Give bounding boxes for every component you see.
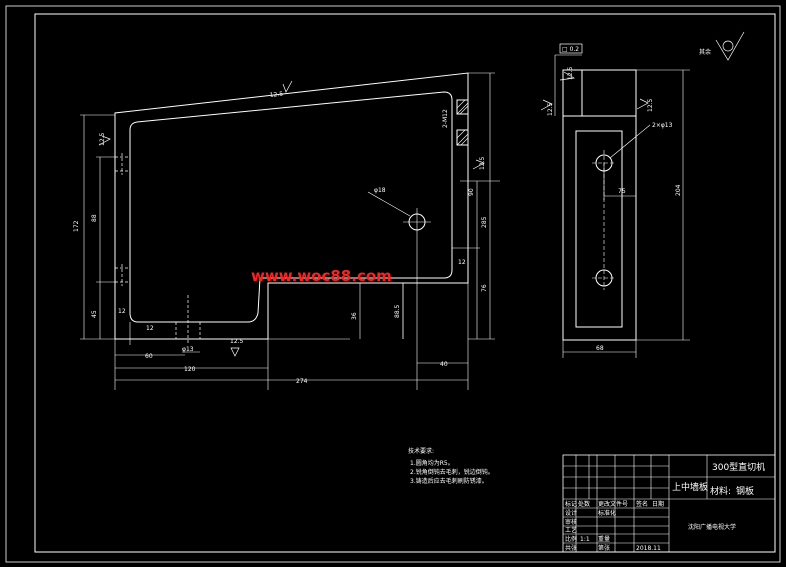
roughness-icon-right bbox=[472, 159, 485, 170]
header-4: 日期 bbox=[652, 500, 664, 508]
row-4-date: 2018.11 bbox=[636, 545, 661, 552]
dim-60: 60 bbox=[145, 353, 153, 360]
dim-88: 88 bbox=[91, 214, 98, 222]
notes-title: 技术要求: bbox=[408, 447, 434, 455]
roughness-symbols-front bbox=[98, 80, 485, 357]
side-dimension-lines bbox=[554, 54, 684, 353]
roughness-side-top: 12.5 bbox=[567, 66, 574, 80]
row-2-label: 工艺 bbox=[565, 526, 577, 534]
material-value: 钢板 bbox=[736, 485, 754, 497]
hole-center-lines bbox=[403, 208, 431, 236]
dim-12-c: 12 bbox=[458, 259, 466, 266]
dim-204: 204 bbox=[675, 184, 682, 196]
part-name: 上中墙板 bbox=[672, 481, 708, 493]
notes-item-1: 1.圆角均为R5。 bbox=[410, 459, 454, 467]
title-block-grid bbox=[563, 455, 775, 552]
roughness-icon-side-top bbox=[559, 71, 576, 81]
dim-45: 45 bbox=[91, 310, 98, 318]
dim-68: 68 bbox=[596, 345, 604, 352]
side-upper-block bbox=[581, 69, 637, 117]
dim-172: 172 bbox=[73, 220, 80, 232]
flatness-frame bbox=[559, 43, 583, 54]
roughness-icon-other bbox=[715, 31, 745, 61]
roughness-side-right: 12.5 bbox=[647, 98, 654, 112]
dim-36: 36 bbox=[351, 312, 358, 320]
roughness-bottom: 12.5 bbox=[230, 338, 244, 345]
side-view-labels: 68 204 75 2×φ13 12.5 12.5 12.5 □ 0.2 其余 bbox=[547, 46, 711, 352]
side-leader-2phi13 bbox=[609, 124, 651, 159]
roughness-icon-bottom bbox=[230, 347, 240, 357]
dimension-lines bbox=[83, 73, 491, 381]
front-outer-contour bbox=[114, 72, 469, 340]
phi18-leader bbox=[367, 191, 411, 217]
roughness-symbols-side bbox=[540, 31, 745, 111]
row-3-weight: 重量 bbox=[598, 535, 610, 543]
front-view bbox=[80, 72, 500, 390]
notes-item-3: 3.铸造后应去毛刺刷防锈漆。 bbox=[410, 477, 488, 485]
row-3-label: 比例 bbox=[565, 535, 577, 543]
extension-lines bbox=[80, 72, 500, 390]
dim-88-5: 88.5 bbox=[394, 304, 401, 318]
row-0-std: 标准化 bbox=[598, 509, 616, 517]
roughness-side-left: 12.5 bbox=[547, 102, 554, 116]
hidden-hole-bottom bbox=[175, 295, 201, 345]
side-slot bbox=[575, 130, 623, 328]
roughness-left: 12.5 bbox=[99, 132, 106, 146]
dim-120: 120 bbox=[184, 366, 196, 373]
notes-item-2: 2.锐角倒钝去毛刺，锐边倒钝。 bbox=[410, 468, 494, 476]
row-4-label: 共张 bbox=[565, 544, 577, 552]
header-0: 标记 bbox=[565, 500, 577, 508]
dim-phi13: φ13 bbox=[182, 346, 194, 353]
dim-2-m12: 2-M12 bbox=[442, 109, 449, 128]
school-name: 沈阳广播电视大学 bbox=[688, 523, 736, 531]
header-3: 签名 bbox=[636, 500, 648, 508]
technical-notes: 技术要求: 1.圆角均为R5。 2.锐角倒钝去毛刺，锐边倒钝。 3.铸造后应去毛… bbox=[408, 447, 494, 485]
row-4-sheet: 第张 bbox=[598, 544, 610, 552]
other-roughness-label: 其余 bbox=[699, 48, 711, 56]
sheet-outer-border bbox=[5, 5, 781, 563]
sheet-inner-border bbox=[34, 13, 776, 553]
roughness-right: 12.5 bbox=[479, 156, 486, 170]
roughness-icon-side-left bbox=[540, 99, 553, 111]
dim-274: 274 bbox=[296, 378, 308, 385]
roughness-icon-left bbox=[98, 135, 111, 146]
row-1-label: 审核 bbox=[565, 518, 577, 526]
row-0-label: 设计 bbox=[565, 509, 577, 517]
dim-40: 40 bbox=[440, 361, 448, 368]
side-extension-lines bbox=[562, 69, 690, 358]
dim-2x-phi13: 2×φ13 bbox=[652, 122, 673, 129]
header-2: 更改文件号 bbox=[598, 500, 628, 508]
section-hatch-top bbox=[456, 99, 469, 115]
front-inner-contour bbox=[129, 91, 453, 323]
dim-76: 76 bbox=[481, 284, 488, 292]
roughness-icon-side-right bbox=[636, 98, 649, 110]
roughness-top: 12.5 bbox=[269, 91, 283, 99]
dim-12-a: 12 bbox=[118, 308, 126, 315]
flatness-label: □ 0.2 bbox=[562, 46, 579, 53]
hidden-hole-left-top bbox=[115, 153, 130, 175]
material-label: 材料: bbox=[710, 485, 731, 497]
section-hatch-bottom bbox=[456, 129, 469, 146]
title-block-text: 上中墙板 300型直切机 材料: 钢板 沈阳广播电视大学 标记 处数 更改文件号… bbox=[565, 461, 765, 552]
dim-12-b: 12 bbox=[146, 325, 154, 332]
roughness-icon-top bbox=[282, 80, 293, 93]
header-1: 处数 bbox=[578, 500, 590, 508]
front-view-labels: 172 88 45 12 12 12 60 120 274 40 36 88.5… bbox=[73, 91, 488, 385]
dim-75: 75 bbox=[618, 188, 626, 195]
dim-90: 90 bbox=[468, 188, 475, 196]
row-3-ratio: 1:1 bbox=[580, 536, 590, 543]
watermark: www.woc88.com bbox=[251, 267, 392, 285]
machine-name: 300型直切机 bbox=[712, 461, 765, 473]
side-view bbox=[554, 54, 690, 358]
side-main-body bbox=[562, 115, 637, 341]
dim-phi18: φ18 bbox=[374, 187, 386, 194]
hidden-hole-left-bottom bbox=[115, 264, 130, 286]
title-block bbox=[562, 454, 776, 553]
dim-285: 285 bbox=[481, 216, 488, 228]
hatch-lines bbox=[456, 99, 469, 146]
roughness-icon-other-circle bbox=[722, 40, 734, 52]
